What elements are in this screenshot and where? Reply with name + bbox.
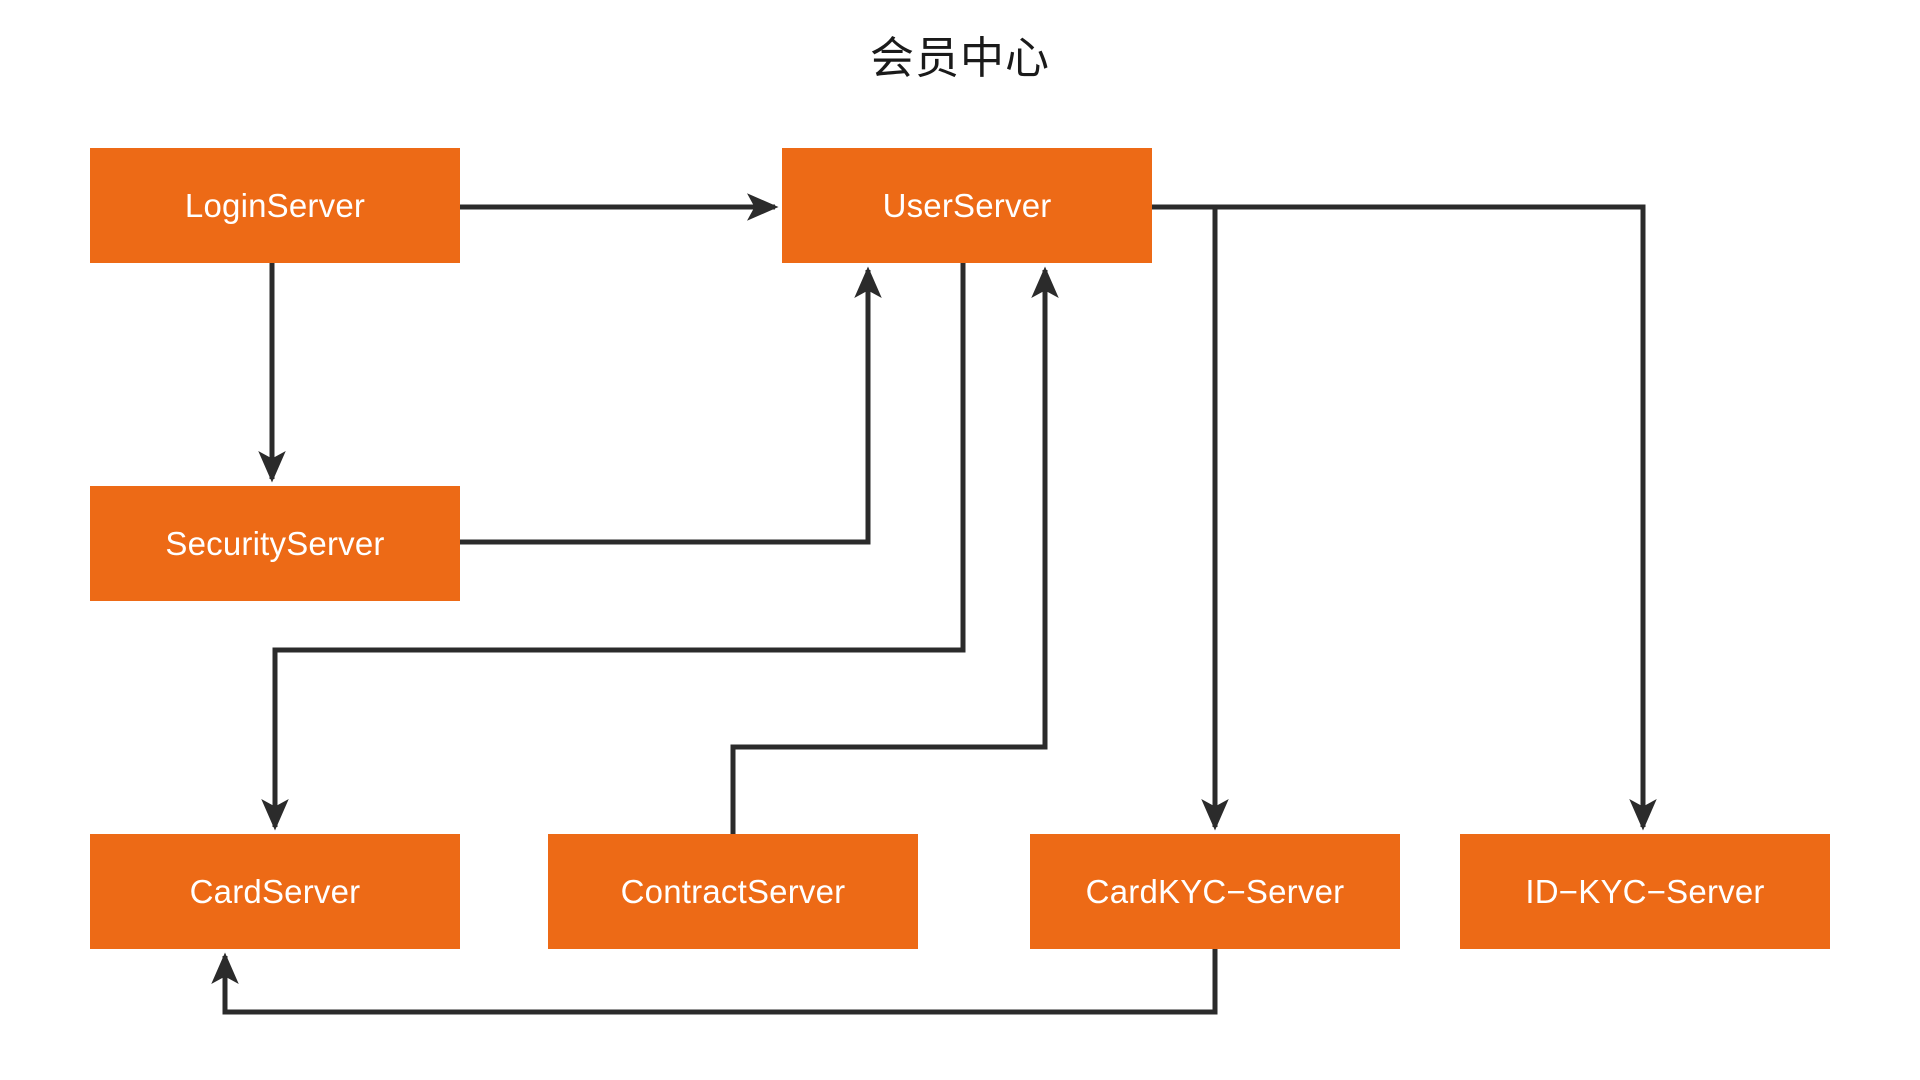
node-cardkyc[interactable]: CardKYC−Server xyxy=(1030,834,1400,949)
node-label-idkyc: ID−KYC−Server xyxy=(1525,872,1765,910)
edge-cardkyc-to-card xyxy=(211,949,1218,1015)
node-contract[interactable]: ContractServer xyxy=(548,834,918,949)
node-label-security: SecurityServer xyxy=(165,524,385,562)
node-label-user: UserServer xyxy=(882,186,1052,224)
node-user[interactable]: UserServer xyxy=(782,148,1152,263)
node-label-card: CardServer xyxy=(189,872,361,910)
node-security[interactable]: SecurityServer xyxy=(90,486,460,601)
edge-user-to-cardkyc xyxy=(1152,204,1229,831)
edge-user-to-card xyxy=(261,263,966,831)
node-login[interactable]: LoginServer xyxy=(90,148,460,263)
edge-group xyxy=(211,193,1657,1015)
edge-contract-to-user xyxy=(730,266,1059,834)
edge-user-to-idkyc xyxy=(1152,204,1657,831)
edge-security-to-user xyxy=(460,266,882,545)
node-label-login: LoginServer xyxy=(184,186,366,224)
page-title: 会员中心 xyxy=(870,33,1050,84)
node-label-cardkyc: CardKYC−Server xyxy=(1085,872,1345,910)
node-idkyc[interactable]: ID−KYC−Server xyxy=(1460,834,1830,949)
node-card[interactable]: CardServer xyxy=(90,834,460,949)
node-label-contract: ContractServer xyxy=(620,872,846,910)
